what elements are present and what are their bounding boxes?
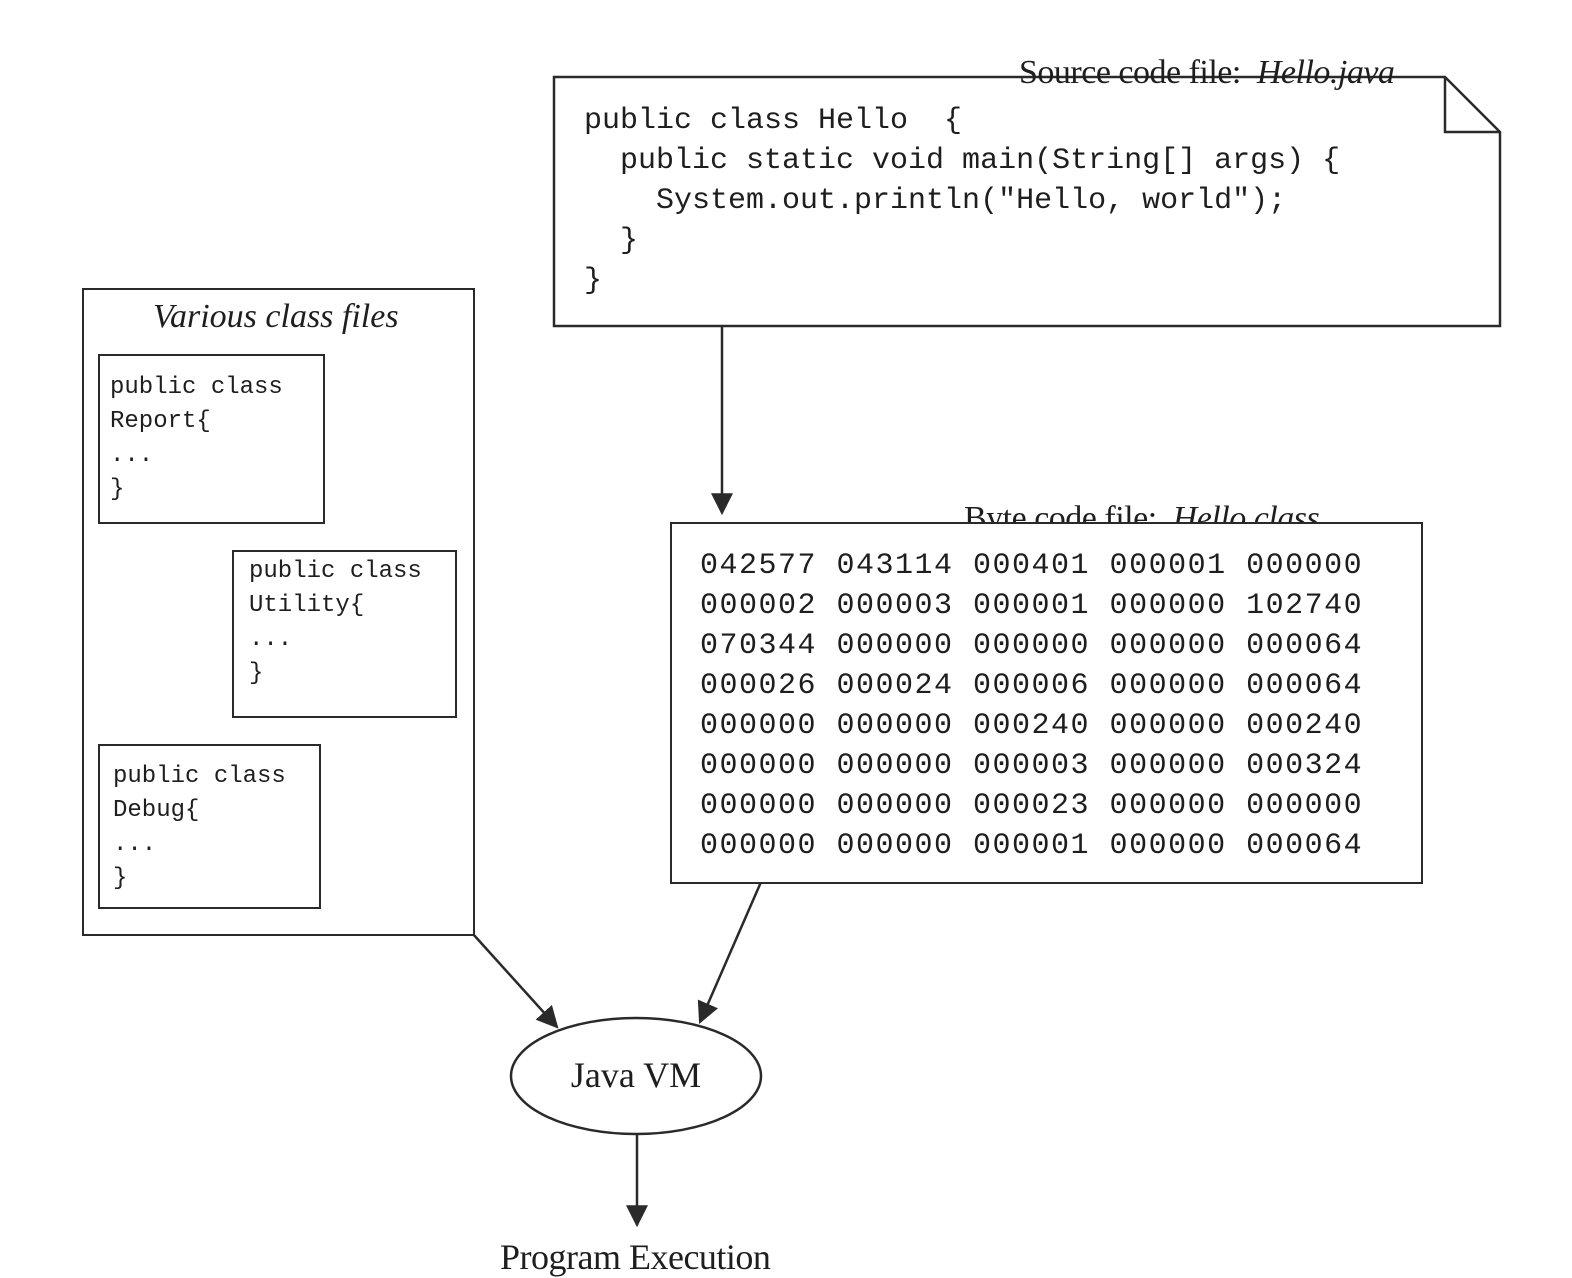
class-files-title: Various class files xyxy=(153,298,399,335)
source-line: } xyxy=(584,224,639,258)
source-line: public static void main(String[] args) { xyxy=(584,144,1341,178)
execution-label: Program Execution xyxy=(500,1237,771,1277)
source-line: System.out.println("Hello, world"); xyxy=(584,184,1287,218)
bytecode-row: 000002 000003 000001 000000 102740 xyxy=(700,589,1364,623)
bytecode-row: 000000 000000 000023 000000 000000 xyxy=(700,789,1364,823)
bytecode-row: 070344 000000 000000 000000 000064 xyxy=(700,629,1364,663)
bytecode-row: 000000 000000 000003 000000 000324 xyxy=(700,749,1364,783)
source-title: Source code file: Hello.java xyxy=(1003,16,1395,92)
source-title-prefix: Source code file: xyxy=(1019,54,1241,91)
vm-label: Java VM xyxy=(570,1055,702,1095)
class-file-debug xyxy=(98,744,321,909)
bytecode-row: 042577 043114 000401 000001 000000 xyxy=(700,549,1364,583)
arrow-bytecode-to-vm xyxy=(697,881,763,1025)
source-line: public class Hello { xyxy=(584,104,963,138)
class-file-report-code: public class Report{ ... } xyxy=(110,374,283,503)
class-file-utility-code: public class Utility{ ... } xyxy=(249,558,422,687)
class-file-debug-code: public class Debug{ ... } xyxy=(113,763,286,892)
source-line: } xyxy=(584,264,603,298)
source-file-fold xyxy=(1443,77,1500,134)
arrow-classfiles-to-vm xyxy=(472,933,559,1029)
bytecode-row: 000026 000024 000006 000000 000064 xyxy=(700,669,1364,703)
bytecode-row: 000000 000000 000240 000000 000240 xyxy=(700,709,1364,743)
class-file-utility xyxy=(232,550,457,718)
bytecode-box xyxy=(670,522,1423,884)
source-file-outline xyxy=(552,75,1502,328)
class-file-report xyxy=(98,354,325,524)
bytecode-row: 000000 000000 000001 000000 000064 xyxy=(700,829,1364,863)
source-title-file: Hello.java xyxy=(1256,54,1395,91)
